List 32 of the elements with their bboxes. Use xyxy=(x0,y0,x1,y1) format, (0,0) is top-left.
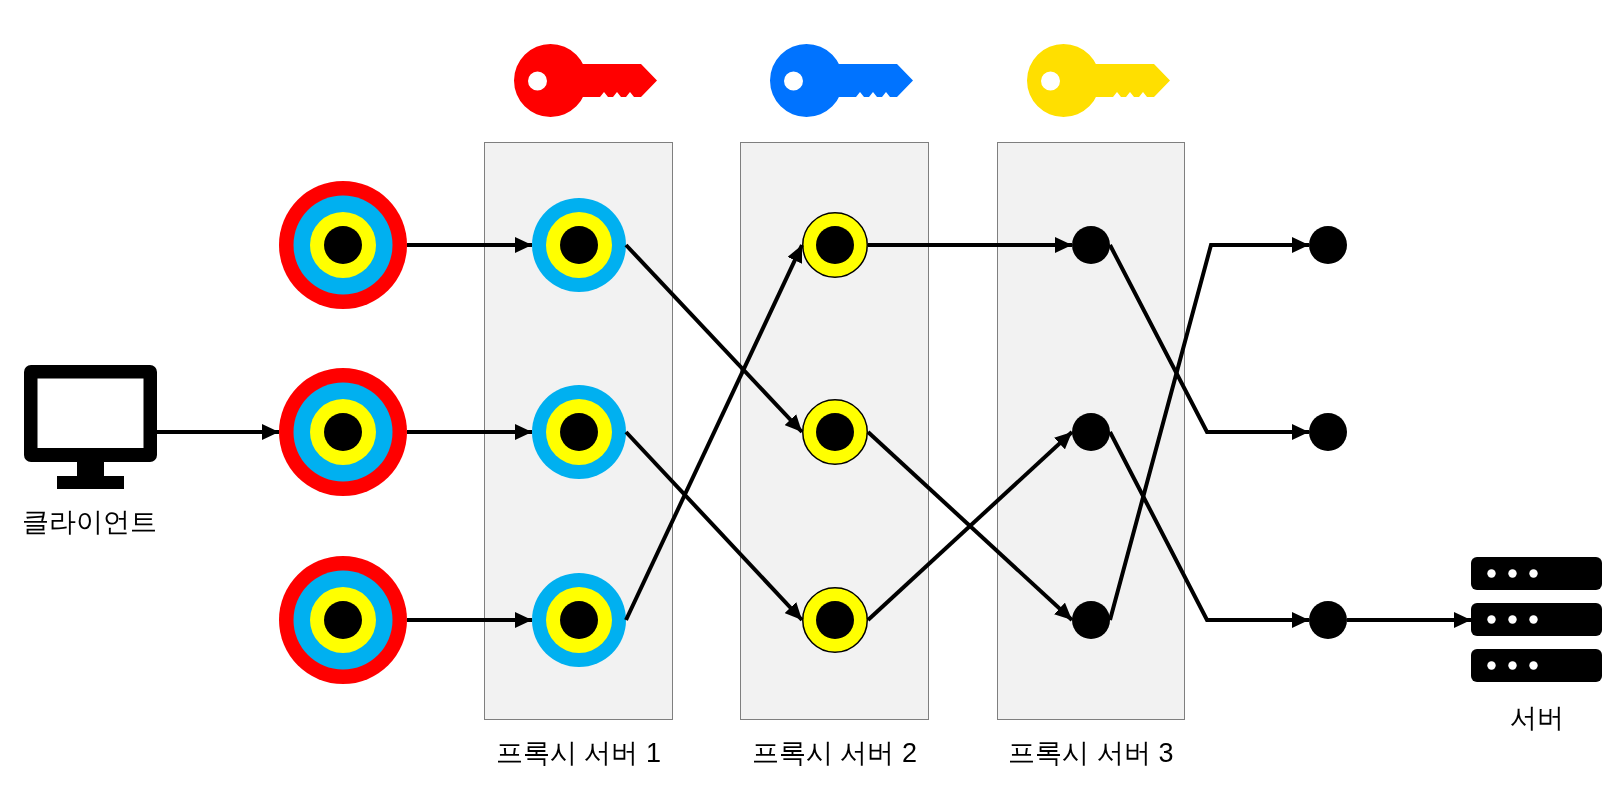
ringed-circle xyxy=(802,399,868,465)
ringed-circle xyxy=(532,573,626,667)
arrow xyxy=(407,424,532,440)
ringed-circle xyxy=(279,556,407,684)
dot xyxy=(1309,413,1347,451)
ringed-circle xyxy=(532,198,626,292)
arrow xyxy=(407,612,532,628)
arrow xyxy=(624,244,804,621)
ringed-circle xyxy=(279,368,407,496)
arrow xyxy=(868,237,1072,253)
proxy-server-label: 프록시 서버 2 xyxy=(752,737,917,769)
arrow xyxy=(624,243,804,434)
ringed-circle xyxy=(802,212,868,278)
proxy-server-label: 프록시 서버 3 xyxy=(1008,737,1174,769)
ringed-circle xyxy=(802,587,868,653)
arrow xyxy=(1108,237,1309,621)
dot xyxy=(1072,601,1110,639)
arrow xyxy=(624,430,804,622)
ringed-circle xyxy=(279,181,407,309)
arrow xyxy=(407,237,532,253)
client-label: 클라이언트 xyxy=(21,506,157,538)
proxy-server-label: 프록시 서버 1 xyxy=(496,737,661,769)
arrow xyxy=(1108,431,1309,628)
dot xyxy=(1072,413,1110,451)
arrow xyxy=(1108,244,1309,440)
ringed-circle xyxy=(532,385,626,479)
dot xyxy=(1072,226,1110,264)
arrow xyxy=(1347,612,1471,628)
arrow xyxy=(157,424,279,440)
server-label: 서버 xyxy=(1509,702,1564,734)
dot xyxy=(1309,601,1347,639)
dot xyxy=(1309,226,1347,264)
